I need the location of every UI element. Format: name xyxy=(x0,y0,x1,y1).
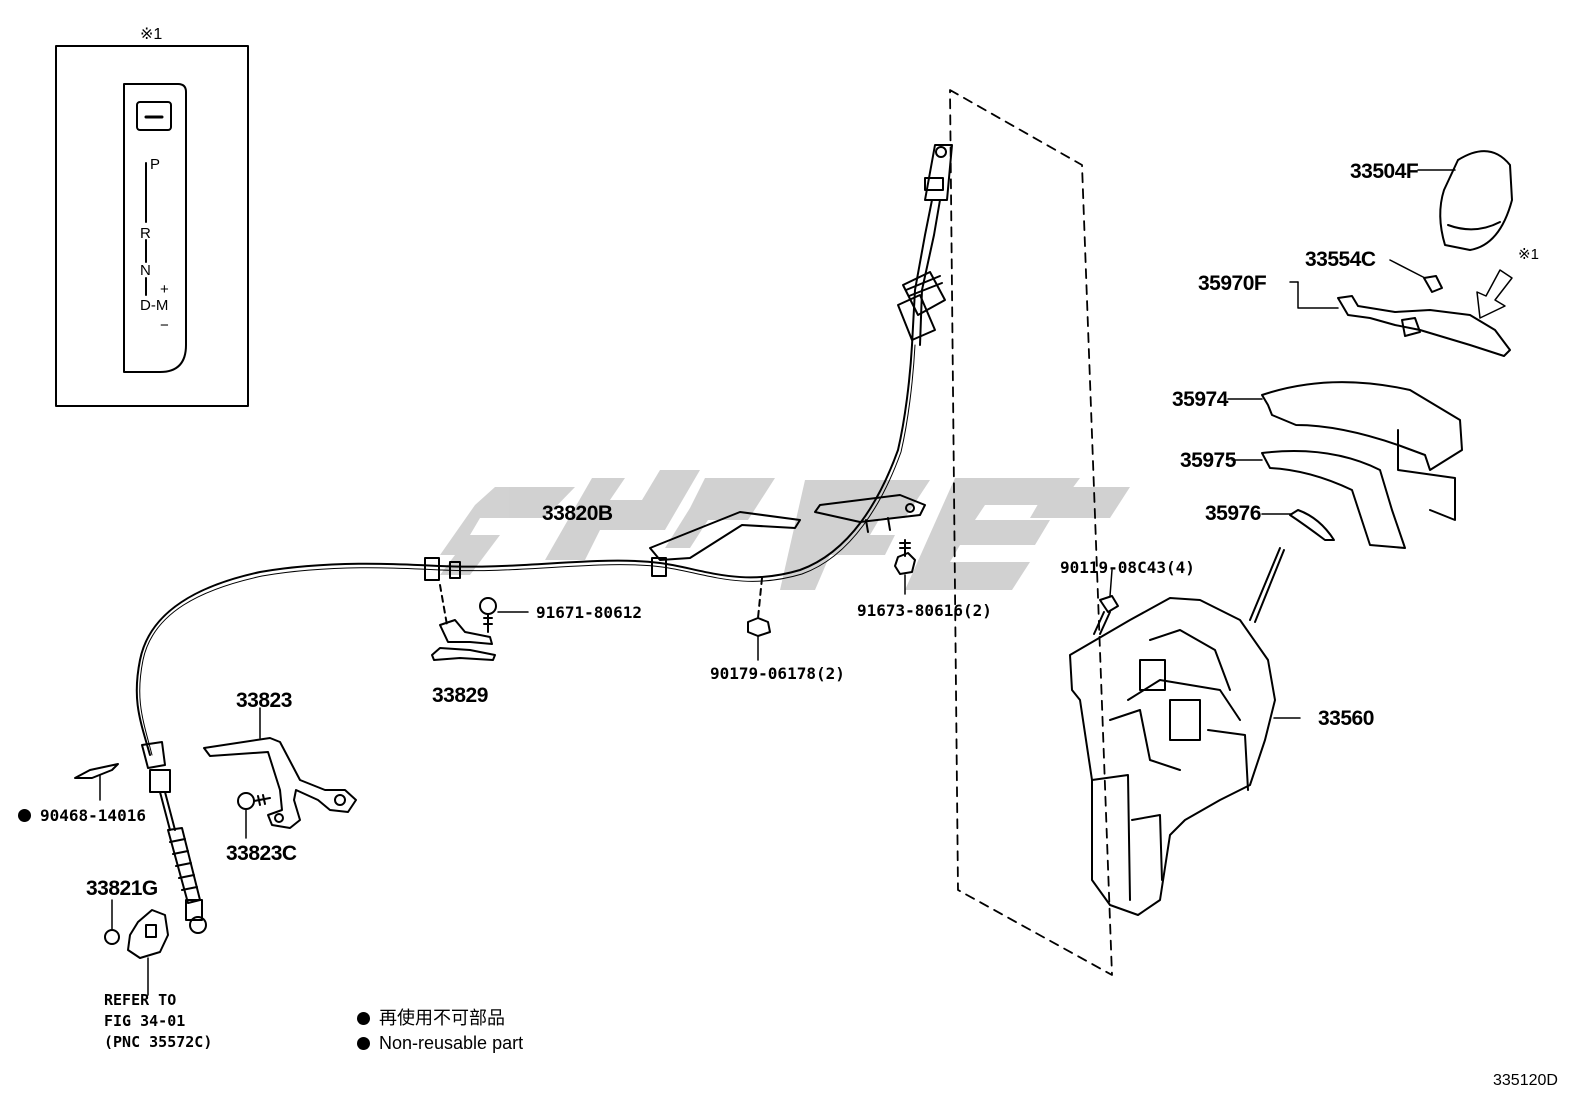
callout-33823[interactable]: 33823 xyxy=(236,689,292,712)
callout-90119[interactable]: 90119-08C43(4) xyxy=(1060,558,1195,577)
bolt-90119-part xyxy=(1099,595,1119,613)
shifter-assembly-33560-body xyxy=(1069,597,1276,916)
legend-japanese: 再使用不可部品 xyxy=(357,1009,505,1027)
callout-33554c[interactable]: 33554C xyxy=(1305,248,1376,271)
callout-33823c[interactable]: 33823C xyxy=(226,842,297,865)
diagram-id: 335120D xyxy=(1493,1072,1558,1089)
legend-japanese-text: 再使用不可部品 xyxy=(379,1008,505,1028)
cable-grommet-upper xyxy=(902,271,946,316)
bolt-91671-head xyxy=(479,597,497,615)
shift-gate-plate xyxy=(123,83,187,373)
callout-91673[interactable]: 91673-80616(2) xyxy=(857,601,992,620)
callout-90468[interactable]: 90468-14016 xyxy=(18,808,146,824)
bracket-33823-part xyxy=(203,737,357,829)
refer-note-line1: REFER TO xyxy=(104,991,177,1009)
watermark-logo xyxy=(440,470,1130,590)
assembly-boundary xyxy=(949,89,1113,976)
gate-plus-sign: + xyxy=(160,281,169,298)
refer-note-line2: FIG 34-01 xyxy=(104,1012,186,1030)
callout-35976[interactable]: 35976 xyxy=(1205,502,1261,525)
callout-35970f[interactable]: 35970F xyxy=(1198,272,1267,295)
gate-position-n: N xyxy=(140,262,151,279)
shift-control-cable xyxy=(135,344,913,756)
callout-35975[interactable]: 35975 xyxy=(1180,449,1236,472)
part-35976-piece xyxy=(1289,509,1335,541)
legend-dot-2 xyxy=(357,1037,370,1050)
shift-lock-button xyxy=(136,101,172,131)
callout-90468-text: 90468-14016 xyxy=(40,806,146,825)
legend-english: Non-reusable part xyxy=(357,1034,523,1052)
legend-dot-1 xyxy=(357,1012,370,1025)
gate-position-p: P xyxy=(150,156,161,173)
callout-33560[interactable]: 33560 xyxy=(1318,707,1374,730)
callout-91671[interactable]: 91671-80612 xyxy=(536,603,642,622)
cable-mid-bracket xyxy=(649,511,801,561)
cable-end-fitting xyxy=(924,144,953,201)
nut-90179-part xyxy=(747,617,771,637)
inset-note-mark: ※1 xyxy=(140,26,163,43)
legend-english-text: Non-reusable part xyxy=(379,1033,524,1053)
callout-33821g[interactable]: 33821G xyxy=(86,877,158,900)
cable-lower-end xyxy=(141,741,166,769)
refer-note-line3: (PNC 35572C) xyxy=(104,1033,213,1051)
callout-90179[interactable]: 90179-06178(2) xyxy=(710,664,845,683)
clip-90468-part xyxy=(74,763,119,779)
bolt-91673-part xyxy=(894,552,916,575)
gate-position-r: R xyxy=(140,225,151,242)
callout-33820b[interactable]: 33820B xyxy=(542,502,613,525)
non-reusable-dot xyxy=(18,809,31,822)
gate-minus-sign: − xyxy=(160,317,169,334)
cover-35975-part xyxy=(1261,450,1406,549)
inset-frame xyxy=(55,45,249,407)
view-mark: ※1 xyxy=(1518,246,1539,263)
clamp-33829-part xyxy=(439,619,493,645)
clip-33554c-part xyxy=(1423,275,1443,293)
callout-33504f[interactable]: 33504F xyxy=(1350,160,1419,183)
cover-35974-part xyxy=(1261,381,1463,471)
refer-note: REFER TO FIG 34-01 (PNC 35572C) xyxy=(104,990,212,1053)
view-arrow xyxy=(1476,269,1513,319)
gate-position-dm: D-M xyxy=(140,297,169,314)
callout-33829[interactable]: 33829 xyxy=(432,684,488,707)
cable-bracket-plate xyxy=(814,494,926,523)
harness-35970f-part xyxy=(1337,295,1511,357)
callout-35974[interactable]: 35974 xyxy=(1172,388,1228,411)
bolt-33823c-head xyxy=(237,792,255,810)
shift-knob-33504f xyxy=(1439,150,1513,251)
retainer-33821g-part xyxy=(127,909,169,959)
